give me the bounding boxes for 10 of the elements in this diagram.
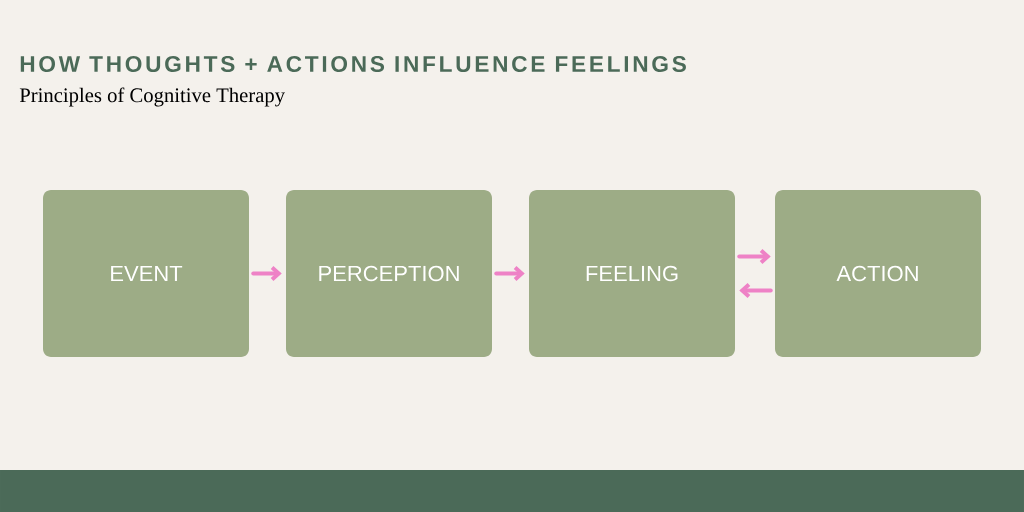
process-box: EVENT xyxy=(43,190,249,357)
title: HOW THOUGHTS + ACTIONS INFLUENCE FEELINGS xyxy=(20,55,686,73)
process-box: PERCEPTION xyxy=(286,190,492,357)
process-box: FEELING xyxy=(529,190,735,357)
arrow xyxy=(739,283,773,298)
subtitle: Principles of Cognitive Therapy xyxy=(19,87,285,107)
arrow xyxy=(251,266,282,281)
arrow xyxy=(737,249,771,264)
arrow xyxy=(494,266,525,281)
process-box: ACTION xyxy=(775,190,981,357)
